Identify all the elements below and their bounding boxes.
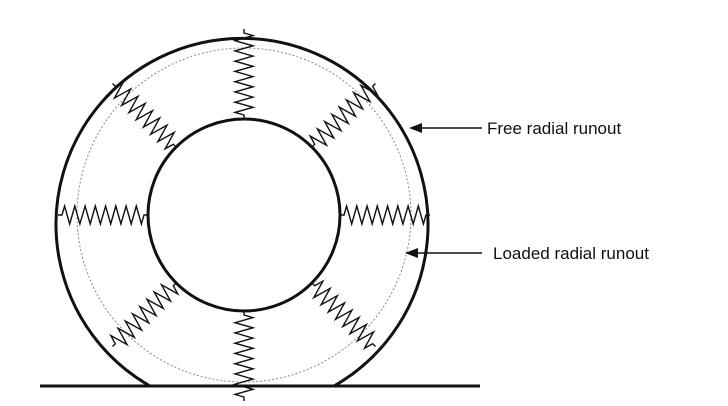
inner-rim-circle bbox=[146, 117, 342, 313]
spring-45deg bbox=[308, 83, 379, 148]
spring-270deg bbox=[232, 311, 256, 401]
radial-springs bbox=[58, 29, 430, 401]
loaded-radial-runout-label: Loaded radial runout bbox=[493, 244, 649, 263]
free-radial-runout-label: Free radial runout bbox=[487, 119, 621, 138]
spring-90deg bbox=[232, 29, 256, 119]
spring-135deg bbox=[112, 80, 177, 151]
spring-225deg bbox=[109, 282, 180, 347]
spring-315deg bbox=[311, 279, 376, 350]
spring-0deg bbox=[340, 203, 430, 227]
reference-dotted-circle bbox=[76, 47, 412, 383]
spring-180deg bbox=[58, 203, 148, 227]
free-runout-arrow bbox=[409, 123, 482, 133]
loaded-runout-arrow bbox=[405, 248, 482, 258]
outer-tire-contour bbox=[54, 36, 430, 388]
